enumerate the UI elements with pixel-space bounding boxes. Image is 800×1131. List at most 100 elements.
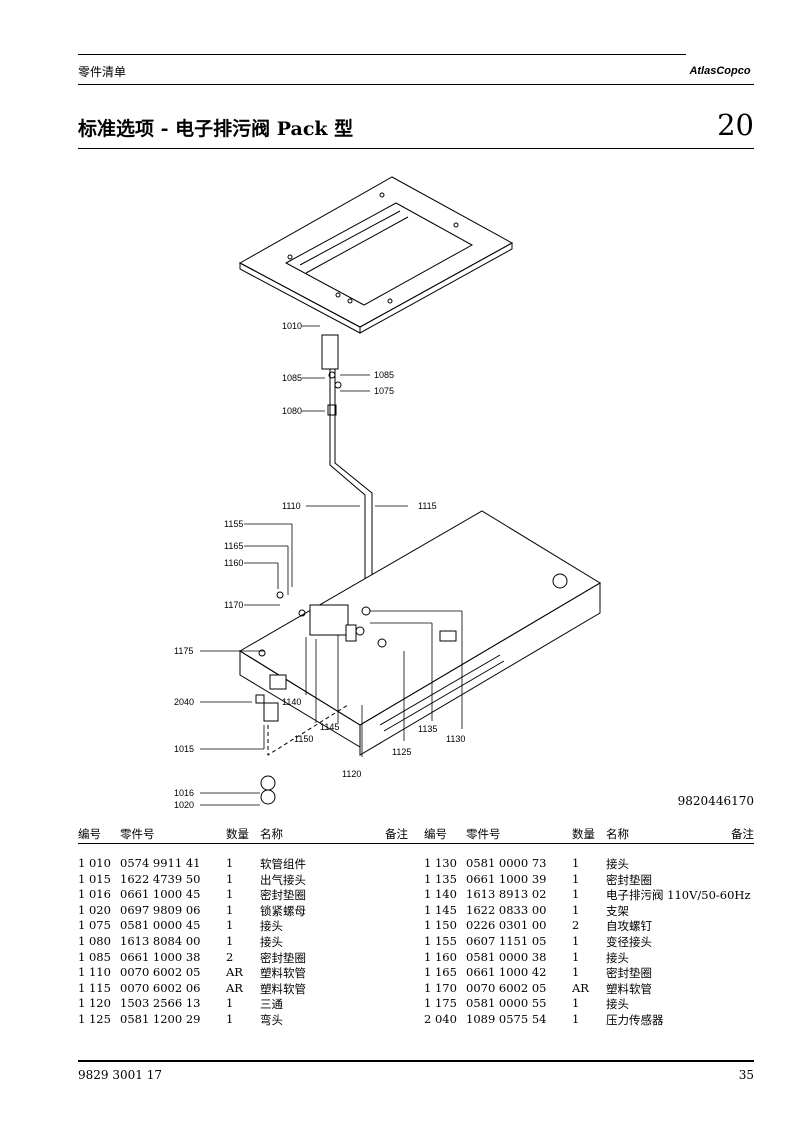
quantity: 1 (572, 965, 580, 980)
section-title: 零件清单 (78, 65, 127, 79)
callout-1120: 1120 (342, 769, 361, 779)
callout-1165: 1165 (224, 541, 243, 551)
quantity: 1 (572, 887, 580, 902)
part-name: 塑料软管 (260, 981, 306, 996)
part-name: 三通 (260, 997, 283, 1012)
item-number: 1 175 (424, 996, 457, 1011)
part-number: 1503 2566 13 (120, 996, 201, 1011)
footer-document-number: 9829 3001 17 (78, 1068, 162, 1082)
quantity: 1 (572, 856, 580, 870)
quantity: 1 (226, 856, 234, 870)
part-name: 支架 (606, 903, 629, 918)
part-number: 1089 0575 54 (466, 1011, 547, 1026)
item-number: 1 010 (78, 856, 111, 870)
item-number: 1 015 (78, 871, 111, 886)
callout-1010: 1010 (282, 321, 302, 331)
item-number: 1 145 (424, 902, 457, 917)
callout-1085-right: 1085 (374, 370, 394, 380)
quantity: 1 (572, 949, 580, 964)
col-note-header: 备注 (385, 827, 408, 841)
quantity: 1 (226, 1011, 234, 1026)
callout-1125: 1125 (392, 747, 411, 757)
callout-1155: 1155 (224, 519, 243, 529)
item-number: 1 085 (78, 949, 111, 964)
base-plate-drawing (239, 510, 601, 756)
callout-1015: 1015 (174, 744, 194, 754)
item-number: 1 080 (78, 933, 111, 948)
callout-1075: 1075 (374, 386, 394, 396)
part-number: 0661 1000 39 (466, 871, 547, 886)
item-number: 1 020 (78, 902, 111, 917)
atlas-copco-logo: AtlasCopco (686, 54, 754, 84)
part-name: 密封垫圈 (260, 888, 306, 903)
table-header-rule (78, 843, 754, 844)
part-name: 软管组件 (260, 857, 306, 871)
part-name: 塑料软管 (606, 981, 652, 996)
item-number: 1 110 (78, 965, 111, 980)
part-name: 密封垫圈 (606, 872, 652, 887)
part-name: 接头 (606, 997, 629, 1012)
item-number: 1 130 (424, 856, 457, 870)
table-header: 编号 零件号 数量 名称 备注 (424, 826, 754, 844)
part-number: 0070 6002 05 (466, 980, 547, 995)
item-number: 1 160 (424, 949, 457, 964)
item-number: 1 125 (78, 1011, 111, 1026)
part-name: 变径接头 (606, 934, 652, 949)
col-qty-header: 数量 (226, 827, 249, 841)
item-number: 1 120 (78, 996, 111, 1011)
quantity: AR (226, 980, 243, 995)
quantity: 1 (226, 933, 234, 948)
callout-1115: 1115 (418, 501, 437, 511)
col-item-header: 编号 (78, 827, 101, 841)
item-number: 1 165 (424, 965, 457, 980)
callout-2040: 2040 (174, 697, 194, 707)
part-name: 接头 (260, 934, 283, 949)
header-rule (78, 84, 754, 85)
callout-1085-left: 1085 (282, 373, 302, 383)
callout-1160: 1160 (224, 558, 243, 568)
part-name: 锁紧螺母 (260, 903, 306, 918)
item-number: 1 016 (78, 887, 111, 902)
part-number: 1613 8084 00 (120, 933, 201, 948)
part-number: 0661 1000 38 (120, 949, 201, 964)
part-number: 0070 6002 06 (120, 980, 201, 995)
item-number: 1 170 (424, 980, 457, 995)
table-row: 1 160 0581 0000 38 1 接头 (424, 950, 754, 966)
top-plate-drawing (238, 176, 514, 334)
heading-number: 20 (717, 108, 754, 142)
part-name: 接头 (606, 950, 629, 965)
part-number: 1622 4739 50 (120, 871, 201, 886)
part-number: 0070 6002 05 (120, 965, 201, 980)
callout-1175: 1175 (174, 646, 193, 656)
quantity: 1 (572, 902, 580, 917)
quantity: 1 (572, 996, 580, 1011)
quantity: AR (226, 965, 243, 980)
part-name: 密封垫圈 (260, 950, 306, 965)
callout-1016: 1016 (174, 788, 194, 798)
part-number: 0661 1000 45 (120, 887, 201, 902)
part-number: 0581 0000 73 (466, 856, 547, 870)
item-number: 2 040 (424, 1011, 457, 1026)
item-number: 1 140 (424, 887, 457, 902)
quantity: 1 (572, 871, 580, 886)
drawing-number: 9820446170 (677, 794, 754, 808)
part-number: 0581 0000 38 (466, 949, 547, 964)
quantity: 1 (572, 1011, 580, 1026)
quantity: 1 (226, 902, 234, 917)
quantity: 1 (226, 871, 234, 886)
callout-1130: 1130 (446, 734, 465, 744)
col-name-header: 名称 (260, 827, 283, 841)
